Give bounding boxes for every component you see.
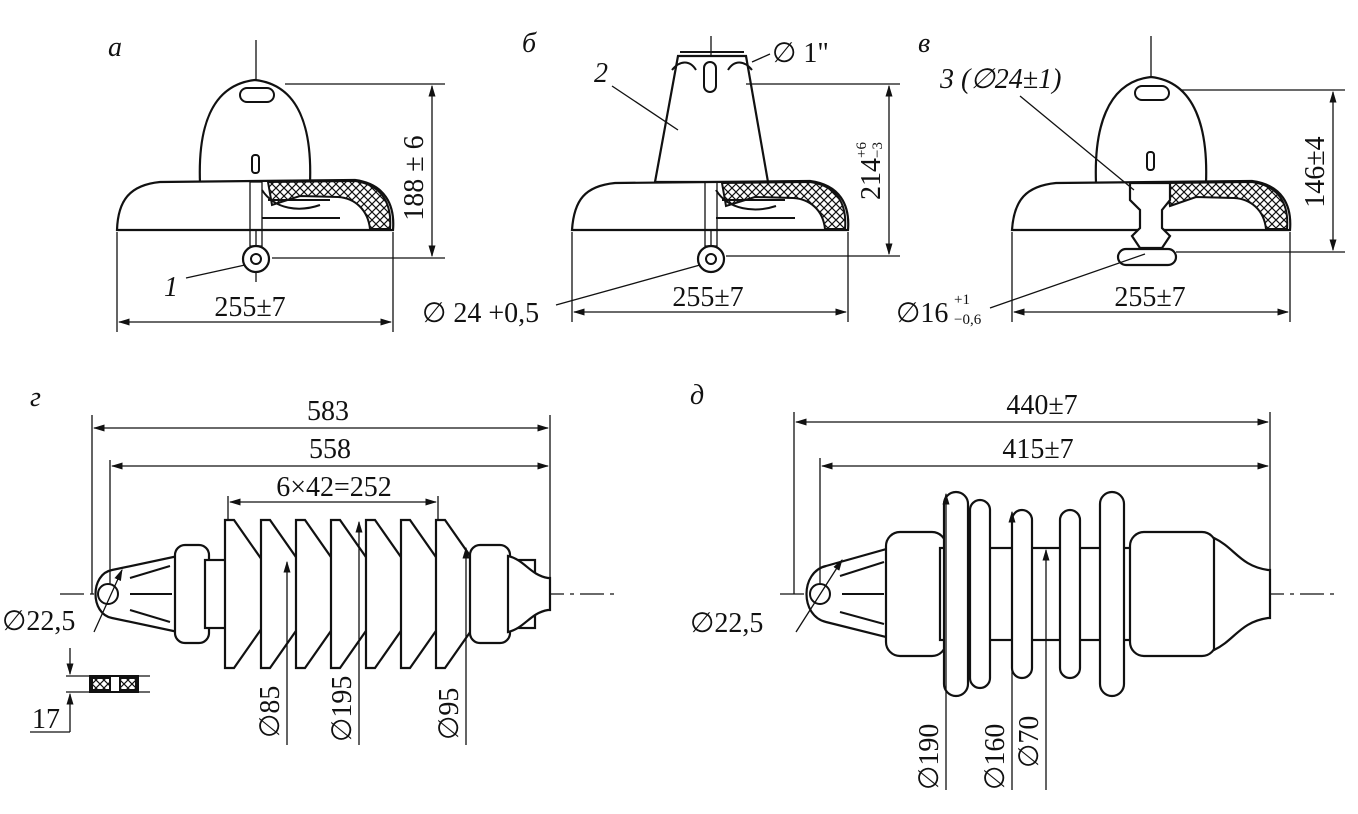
view-c-pin-dim-base: ∅16 bbox=[896, 298, 948, 329]
view-c-pin-leader bbox=[989, 253, 1146, 309]
view-b-letter: б bbox=[522, 28, 537, 59]
view-e-shed-small-dim: ∅160 bbox=[980, 724, 1011, 790]
view-c-width-dim: 255±7 bbox=[1114, 282, 1185, 313]
view-d-overall-dim: 583 bbox=[307, 396, 349, 427]
view-d-end-cap bbox=[506, 554, 552, 634]
view-a-callout-line bbox=[185, 264, 246, 279]
view-d-eye-dim: ∅22,5 bbox=[2, 606, 75, 637]
view-b-width-dim: 255±7 bbox=[672, 282, 743, 313]
view-e-shed bbox=[942, 490, 970, 698]
view-b-callout-line bbox=[611, 85, 679, 131]
view-e-letter: д bbox=[690, 380, 704, 411]
view-d-long-rod-insulator: г 583 558 6×42=252 ∅22,5 bbox=[2, 382, 620, 745]
view-a-cap bbox=[198, 78, 312, 184]
view-d-fitting-ribs bbox=[129, 565, 172, 623]
view-e-sheds bbox=[942, 490, 1126, 698]
view-b-height-dim-sub: −3 bbox=[870, 142, 886, 158]
view-e-polymer-insulator: д 440±7 415±7 ∅22,5 ∅190 ∅160 ∅70 bbox=[690, 380, 1340, 790]
view-a-cap-lock bbox=[251, 154, 260, 174]
view-b-hole-leader bbox=[555, 264, 701, 306]
view-e-shed bbox=[968, 498, 992, 690]
view-e-eye-dim: ∅22,5 bbox=[690, 608, 763, 639]
view-b-pin-eye bbox=[696, 244, 726, 274]
view-b-threaded-cap-insulator: б 2 ∅ 1" 214 +6 −3 ∅ 24 +0,5 255±7 bbox=[422, 28, 900, 329]
view-d-end-dim: ∅95 bbox=[434, 688, 465, 740]
view-d-inner-dim: 558 bbox=[309, 434, 351, 465]
view-a-width-dim: 255±7 bbox=[214, 292, 285, 323]
view-d-sheds bbox=[223, 518, 475, 670]
view-b-pin-section bbox=[715, 189, 795, 219]
view-b-callout: 2 bbox=[594, 58, 608, 89]
view-a-cap-slot bbox=[239, 87, 275, 103]
view-d-eye-leader bbox=[93, 568, 123, 633]
view-d-shed bbox=[329, 518, 370, 670]
view-b-hole-dim: ∅ 24 +0,5 bbox=[422, 298, 539, 329]
view-e-end-cap bbox=[1212, 536, 1272, 652]
view-d-shed bbox=[364, 518, 405, 670]
view-d-shed bbox=[399, 518, 440, 670]
view-e-sleeve-left bbox=[884, 530, 948, 658]
view-d-core-dim: ∅85 bbox=[255, 686, 286, 738]
view-a-cap-and-pin-insulator: а 1 188 ± 6 255±7 bbox=[108, 32, 445, 332]
view-e-shed bbox=[1058, 508, 1082, 680]
view-e-eye-leader bbox=[795, 559, 843, 633]
view-d-shed-dim: ∅195 bbox=[327, 676, 358, 742]
view-b-height-dim-sup: +6 bbox=[854, 142, 870, 158]
view-a-porcelain-section bbox=[266, 179, 392, 230]
view-d-eye-section-hatch-right bbox=[119, 677, 137, 691]
view-b-cap bbox=[653, 54, 770, 184]
view-b-height-dim: 214 +6 −3 bbox=[854, 142, 887, 200]
view-b-height-dim-base: 214 bbox=[856, 158, 887, 200]
view-c-pin-head bbox=[1116, 247, 1178, 267]
view-c-letter: в bbox=[918, 28, 930, 59]
view-c-pin-dim: ∅16 +1 −0,6 bbox=[896, 292, 982, 329]
view-d-shed bbox=[294, 518, 335, 670]
view-d-thickness-dim: 17 bbox=[32, 704, 60, 735]
view-e-overall-dim: 440±7 bbox=[1006, 390, 1077, 421]
view-c-cap bbox=[1094, 75, 1208, 184]
view-b-thread-leader bbox=[751, 53, 771, 63]
view-c-cap-lock bbox=[1146, 151, 1155, 171]
view-c-height-dim: 146±4 bbox=[1300, 136, 1331, 207]
view-c-ball-socket-insulator: в 3 (∅24±1) 146±4 ∅16 +1 −0,6 255±7 bbox=[896, 28, 1345, 329]
view-c-pin-dim-sup: +1 bbox=[954, 292, 970, 308]
view-b-cap-top bbox=[671, 51, 753, 71]
view-d-pitch-dim: 6×42=252 bbox=[276, 472, 392, 503]
view-c-pin-dim-sub: −0,6 bbox=[954, 312, 982, 328]
view-d-shed bbox=[223, 518, 264, 670]
view-a-pin-eye bbox=[241, 244, 271, 274]
view-d-letter: г bbox=[30, 382, 41, 413]
view-a-pin-eye-hole bbox=[250, 253, 262, 265]
view-d-shed bbox=[434, 518, 475, 670]
view-e-sleeve-right bbox=[1128, 530, 1218, 658]
view-e-shed-large-dim: ∅190 bbox=[914, 724, 945, 790]
view-b-thread-dim: ∅ 1" bbox=[772, 38, 829, 69]
view-e-core-dim: ∅70 bbox=[1014, 716, 1045, 768]
view-b-cap-slot bbox=[703, 61, 717, 93]
view-d-flange-right bbox=[468, 543, 512, 645]
view-e-inner-dim: 415±7 bbox=[1002, 434, 1073, 465]
view-d-shed bbox=[259, 518, 300, 670]
view-d-eye-hole bbox=[97, 583, 119, 605]
view-b-pin-eye-hole bbox=[705, 253, 717, 265]
view-c-callout-line bbox=[1019, 95, 1135, 191]
view-d-eye-section-hatch-left bbox=[91, 677, 111, 691]
view-a-height-dim: 188 ± 6 bbox=[399, 135, 430, 220]
view-a-callout: 1 bbox=[164, 272, 178, 303]
view-e-shed bbox=[1010, 508, 1034, 680]
view-e-shed bbox=[1098, 490, 1126, 698]
view-b-porcelain-section bbox=[720, 180, 847, 230]
view-c-porcelain-section bbox=[1164, 180, 1289, 230]
view-e-fitting-ribs bbox=[839, 561, 885, 625]
view-a-letter: а bbox=[108, 32, 122, 63]
view-c-cap-slot bbox=[1134, 85, 1170, 101]
view-c-callout: 3 (∅24±1) bbox=[939, 64, 1061, 95]
view-a-pin-section bbox=[261, 189, 340, 219]
